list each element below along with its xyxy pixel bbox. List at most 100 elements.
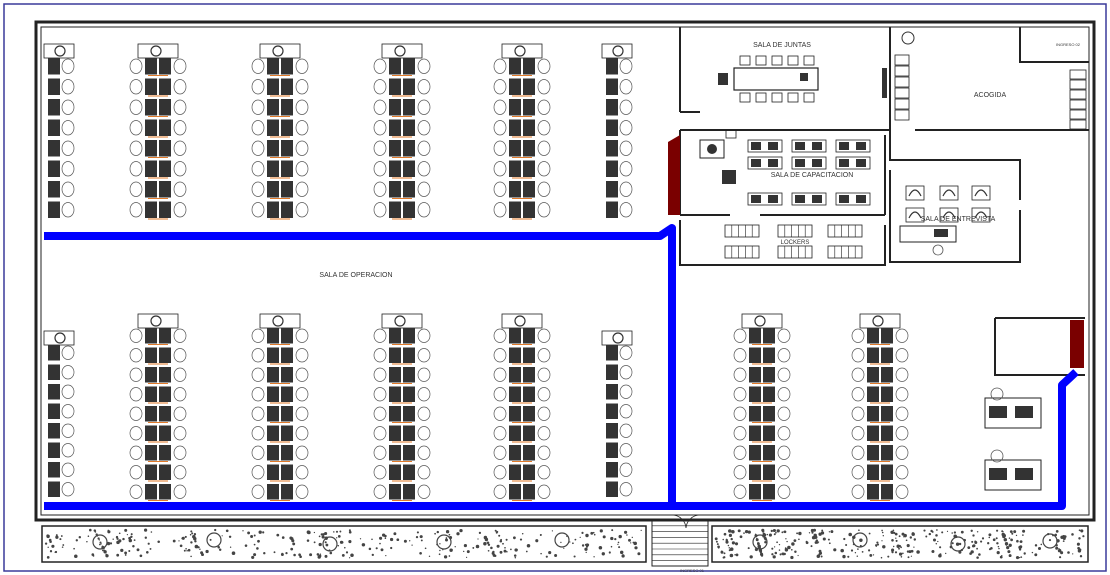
planting-dot [728,529,732,533]
desk [403,78,415,95]
chair [619,161,633,177]
planting-dot [805,540,808,543]
chair [129,348,143,363]
chair [733,484,747,499]
training-chair [856,195,866,203]
planting-dot [859,538,863,542]
planting-dot [322,533,325,536]
planting-dot [882,545,886,549]
desk [267,99,279,116]
chair [295,348,309,363]
planting-dot [631,536,633,539]
chair-back [974,211,988,219]
planting-dot [149,547,152,550]
planting-dot [925,535,928,538]
planting-dot [1071,533,1074,536]
lounge-table [984,397,1042,429]
desk [389,386,401,402]
desk [159,425,171,441]
desk [403,406,415,422]
planting-dot [995,537,998,540]
planting-dot [814,541,818,544]
planting-dot [506,551,508,553]
lounge-table [984,459,1042,491]
planting-dot [945,552,947,555]
desk [523,58,535,75]
planting-dot [593,556,595,558]
chair [251,140,265,156]
cluster-end-table [501,313,543,329]
reception-seat [1069,69,1087,80]
planting-dot [775,531,777,534]
workstation-cluster [733,313,791,501]
planting-dot [345,551,349,554]
shrub [92,534,108,550]
planting-dot [1004,542,1009,546]
planting-dot [881,540,883,542]
chair [417,58,431,74]
planting-dot [1013,530,1017,534]
reception-seat [1069,89,1087,100]
chair [173,465,187,480]
chair [777,484,791,499]
planting-dot [324,541,327,544]
planting-dot [881,529,883,532]
label-sala-operacion: SALA DE OPERACION [319,272,392,279]
planting-dot [262,531,265,534]
desk [267,347,279,363]
planting-dot [150,531,153,533]
chair [417,445,431,460]
desk [267,406,279,422]
planting-dot [808,532,811,534]
locker-frame [827,224,863,238]
planting-dot [112,538,114,540]
chair [537,426,551,441]
desk [881,367,893,383]
planting-dot [505,538,508,541]
shrub [852,532,868,548]
planting-dot [499,550,503,554]
desk [281,425,293,441]
desk [281,201,293,218]
planting-dot [781,531,784,534]
chair [733,426,747,441]
chair [619,423,633,438]
planting-dot [87,535,90,537]
chair [61,58,75,74]
desk [389,201,401,218]
desk [159,99,171,116]
desk [509,386,521,402]
planting-dot [124,551,127,555]
label-sala-juntas: SALA DE JUNTAS [753,42,811,49]
planting-dot [178,540,180,542]
planting-dot [930,529,933,533]
shrub [206,532,222,548]
desk [403,386,415,402]
locker-unit [724,245,760,259]
route-lower-corridor [44,369,1079,510]
planting-dot [898,535,901,538]
meeting-chair [803,92,815,103]
planting-dot [725,538,729,542]
desk [145,119,157,136]
locker-unit [777,245,813,259]
desk [881,445,893,461]
chair [619,384,633,399]
planting-dot [843,537,846,541]
desk [509,464,521,480]
chair [537,161,551,177]
desk [881,386,893,402]
chair-back [942,189,956,197]
planting-dot [371,538,373,541]
planting-dot [124,528,128,532]
desk [606,384,618,400]
planting-dot [74,554,78,559]
planting-dot [898,547,900,550]
planting-dot [894,551,898,554]
planting-dot [184,535,187,538]
planting-dot [256,547,259,550]
chair [851,465,865,480]
chair [61,443,75,458]
chair [417,140,431,156]
planting-dot [548,551,552,555]
